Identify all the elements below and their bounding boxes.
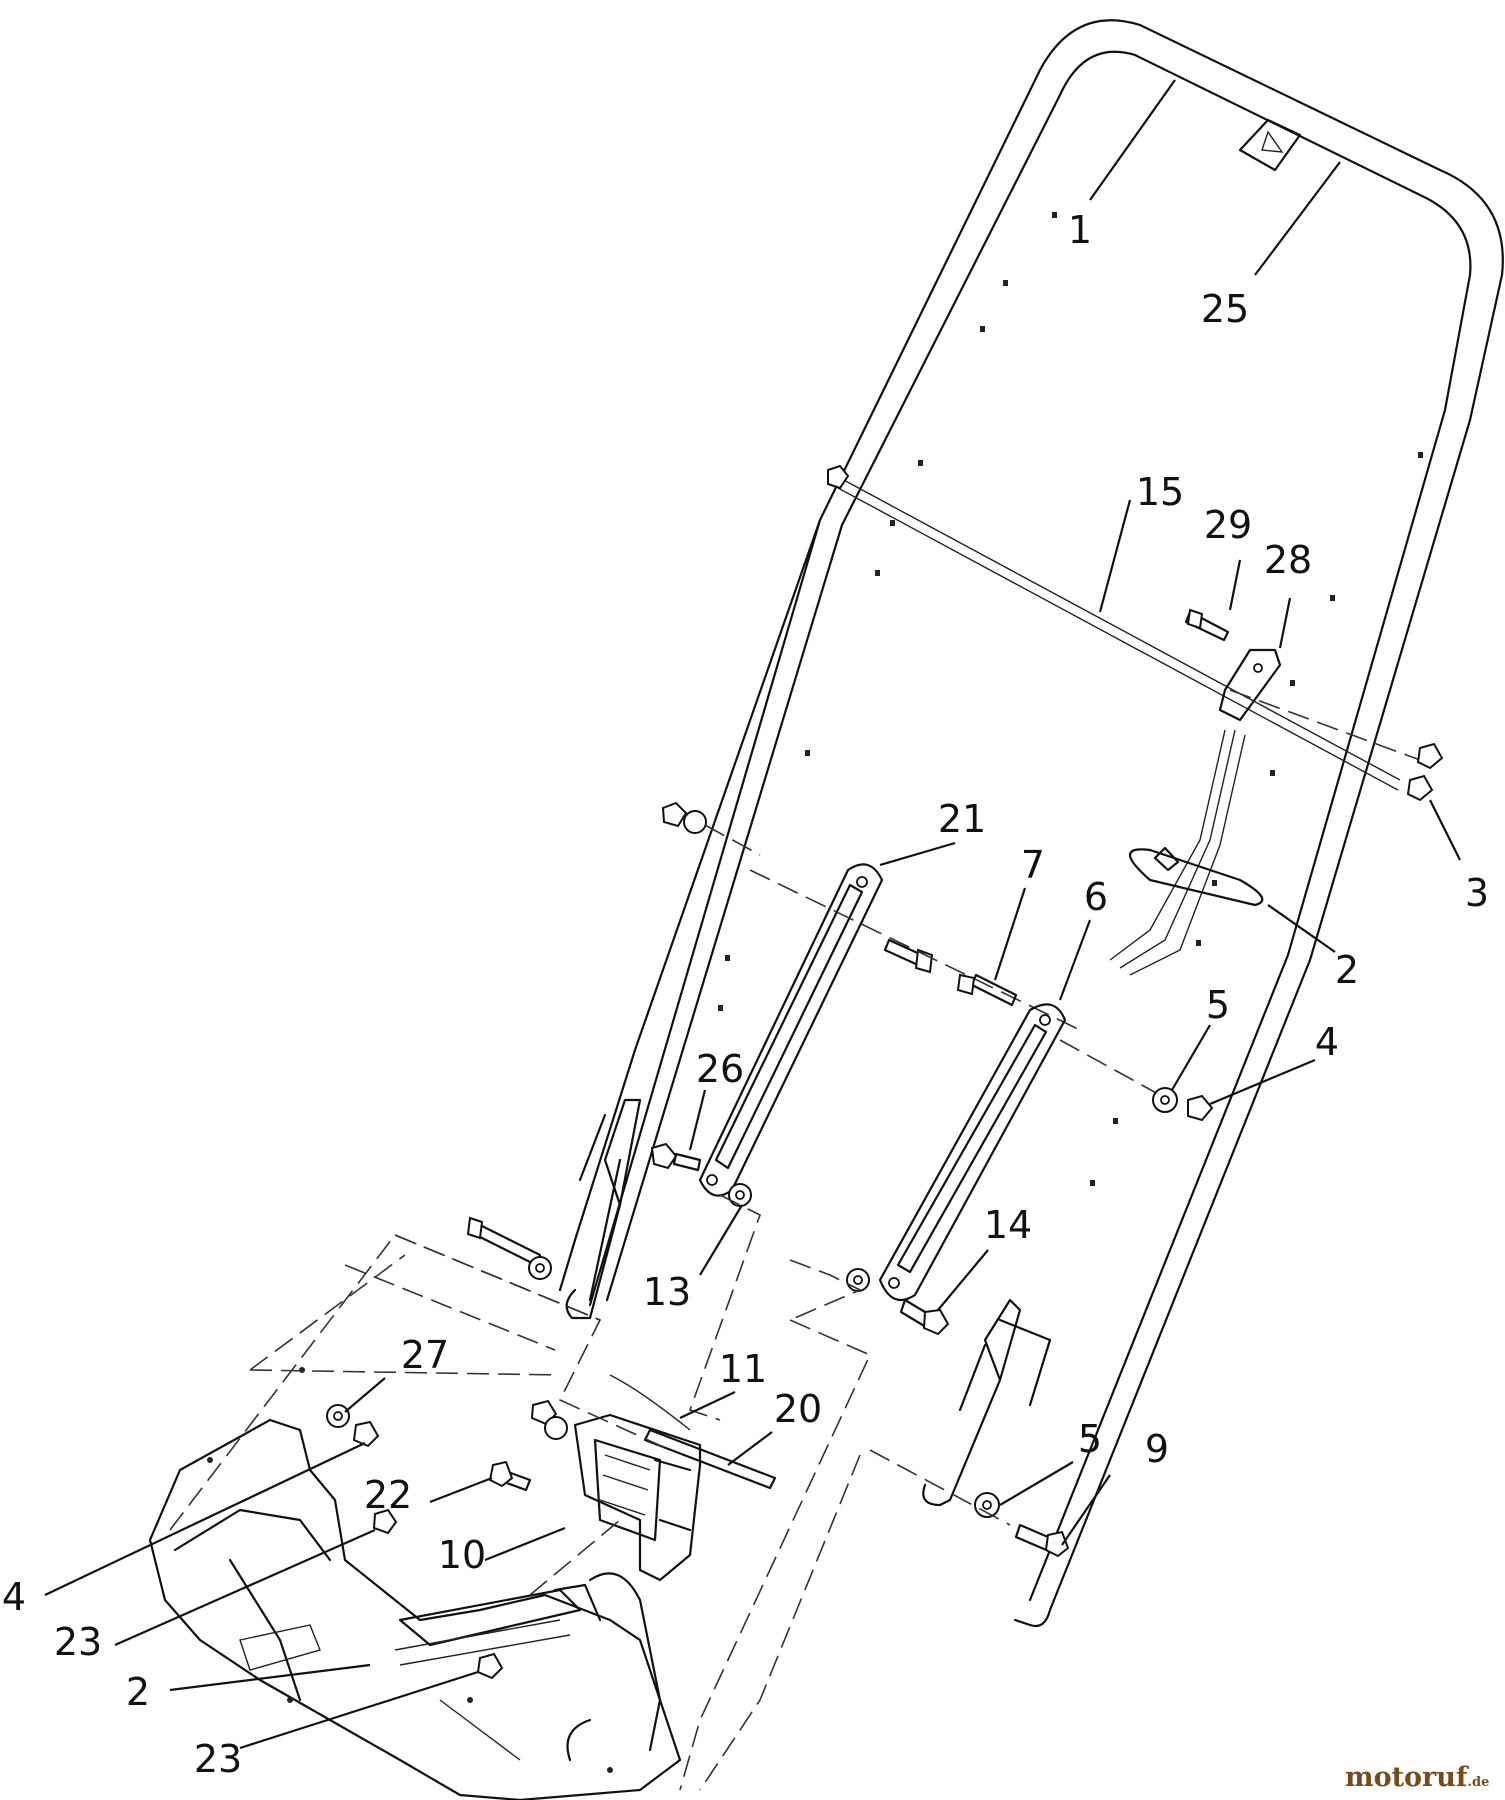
callout-13: 13	[643, 1270, 691, 1314]
callout-1: 1	[1068, 208, 1092, 252]
slotted-bar-part-6	[878, 973, 1214, 1302]
callout-11: 11	[719, 1347, 767, 1391]
callout-23-lower: 23	[194, 1737, 242, 1781]
callout-22: 22	[364, 1473, 412, 1517]
callout-5-lower: 5	[1078, 1417, 1102, 1461]
motoruf-watermark: motoruf.de	[1345, 1762, 1489, 1793]
callout-20: 20	[774, 1387, 822, 1431]
callout-29: 29	[1204, 503, 1252, 547]
callout-9: 9	[1145, 1427, 1169, 1471]
slotted-bar-part-21	[698, 863, 1081, 1197]
callout-26: 26	[696, 1047, 744, 1091]
callout-7: 7	[1021, 843, 1045, 887]
bracket-part-10	[488, 1374, 777, 1582]
callout-2-upper: 2	[1335, 948, 1359, 992]
alignment-lines	[169, 1194, 1011, 1791]
callout-23-upper: 23	[54, 1620, 102, 1664]
callout-27: 27	[401, 1333, 449, 1377]
callout-25: 25	[1201, 287, 1249, 331]
callout-10: 10	[438, 1533, 486, 1577]
leader-lines	[44, 79, 1461, 1750]
handle-part-1	[558, 19, 1504, 1628]
callout-4-lower: 4	[2, 1575, 26, 1619]
hardware-left	[466, 801, 950, 1336]
callout-15: 15	[1136, 470, 1184, 514]
watermark-suffix: .de	[1467, 1775, 1490, 1790]
callout-3: 3	[1465, 871, 1489, 915]
hardware-right-lower	[974, 1492, 1070, 1558]
watermark-name: motoruf	[1345, 1762, 1468, 1793]
cross-rod-part-15	[827, 464, 1444, 802]
callout-5-upper: 5	[1206, 983, 1230, 1027]
callout-6: 6	[1084, 875, 1108, 919]
deck-housing	[148, 1367, 682, 1800]
cable-guide-part-28	[1109, 608, 1282, 976]
callout-28: 28	[1264, 538, 1312, 582]
callout-14: 14	[984, 1203, 1032, 1247]
callout-labels: 1 25 15 29 28 21 7 6 3 2 5 4 26 14 13 11…	[2, 208, 1489, 1781]
callout-4-upper: 4	[1315, 1020, 1339, 1064]
callout-21: 21	[938, 797, 986, 841]
callout-2-lower: 2	[126, 1670, 150, 1714]
